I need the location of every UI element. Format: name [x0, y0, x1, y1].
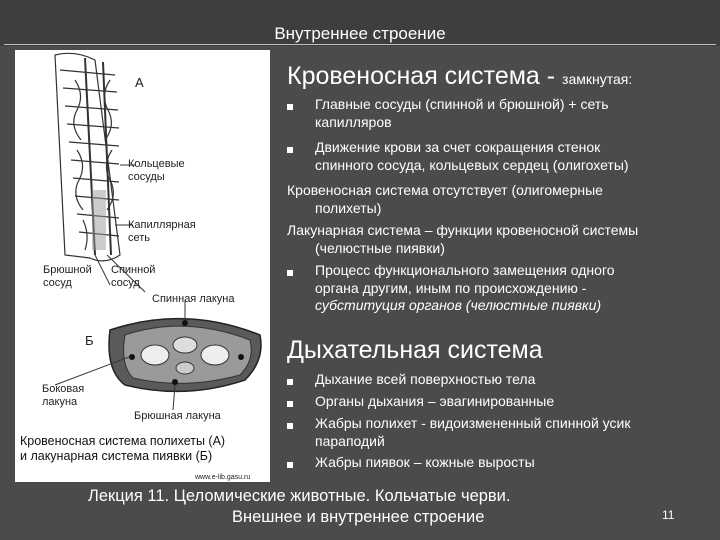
bullet-icon: [287, 462, 293, 468]
title-divider: [4, 44, 716, 45]
figure-caption-line: и лакунарная система пиявки (Б): [20, 449, 213, 463]
dorsal-lacuna-label: Спинная лакуна: [152, 293, 235, 305]
bullet-icon: [287, 270, 293, 276]
capillary-net-label-line: Капиллярная: [128, 219, 196, 231]
lateral-lacuna-label-line: лакуна: [42, 396, 78, 408]
text-line: Кровеносная система отсутствует (олигоме…: [287, 182, 603, 198]
text-line: Движение крови за счет сокращения стенок: [315, 139, 601, 155]
respiratory-heading: Дыхательная система: [287, 336, 543, 364]
text-line: Процесс функционального замещения одного: [315, 262, 615, 278]
footer-subtitle: Внешнее и внутреннее строение: [232, 508, 485, 526]
ventral-lacuna-label: Брюшная лакуна: [134, 410, 221, 422]
circulatory-absent: Кровеносная система отсутствует (олигоме…: [287, 182, 603, 217]
respiratory-item-2: Органы дыхания – эвагинированные: [315, 393, 555, 409]
text-line: Жабры полихет - видоизмененный спинной у…: [315, 415, 631, 431]
text-line: Главные сосуды (спинной и брюшной) + сет…: [315, 96, 609, 112]
capillary-net-label-line: сеть: [128, 232, 151, 244]
bullet-icon: [287, 401, 293, 407]
ventral-vessel-label: Брюшной сосуд: [43, 264, 92, 290]
substitution-term: субституция органов (челюстные пиявки): [315, 297, 602, 313]
respiratory-item-1: Дыхание всей поверхностью тела: [315, 371, 536, 387]
footer-lecture-title: Лекция 11. Целомические животные. Кольча…: [88, 487, 511, 505]
lateral-lacuna-label-line: Боковая: [42, 383, 85, 395]
bullet-icon: [287, 147, 293, 153]
ring-vessels-label-line: сосуды: [128, 171, 165, 183]
lateral-lacuna-label: Боковая лакуна: [42, 383, 84, 409]
text-line: Лакунарная система – функции кровеносной…: [287, 222, 639, 238]
circulatory-heading-text: Кровеносная система -: [287, 62, 556, 90]
dorsal-vessel-label-line: Спинной: [111, 264, 156, 276]
figure-caption-line: Кровеносная система полихеты (А): [20, 434, 226, 448]
circulatory-bullet-1: Главные сосуды (спинной и брюшной) + сет…: [315, 96, 609, 131]
circulatory-heading: Кровеносная система - замкнутая:: [287, 62, 632, 91]
circulatory-bullet-3: Процесс функционального замещения одного…: [315, 262, 615, 315]
page-number: 11: [662, 508, 675, 522]
ventral-vessel-label-line: сосуд: [43, 277, 72, 289]
title-bar: [0, 0, 720, 46]
figure-caption: Кровеносная система полихеты (А) и лакун…: [20, 434, 225, 464]
figure-label-b: Б: [85, 333, 94, 348]
text-line: (челюстные пиявки): [315, 239, 445, 256]
text-line: параподий: [315, 432, 385, 449]
respiratory-item-3: Жабры полихет - видоизмененный спинной у…: [315, 415, 630, 450]
dorsal-vessel-label: Спинной сосуд: [111, 264, 155, 290]
text-line: органа другим, иным по происхождению -: [315, 279, 587, 296]
capillary-net-label: Капиллярная сеть: [128, 219, 196, 245]
text-line: капилляров: [315, 113, 392, 130]
bullet-icon: [287, 104, 293, 110]
figure-panel: А Кольцевые сосуды Капиллярная сеть Брюш…: [15, 50, 270, 482]
bullet-icon: [287, 423, 293, 429]
bullet-icon: [287, 379, 293, 385]
respiratory-item-4: Жабры пиявок – кожные выросты: [315, 454, 535, 470]
ring-vessels-label-line: Кольцевые: [128, 158, 185, 170]
circulatory-heading-note: замкнутая:: [562, 71, 633, 87]
lacunar-system: Лакунарная система – функции кровеносной…: [287, 222, 638, 257]
dorsal-vessel-label-line: сосуд: [111, 277, 140, 289]
polychaete-circulatory-drawing: [54, 52, 262, 411]
figure-label-a: А: [135, 75, 144, 90]
text-line: спинного сосуда, кольцевых сердец (олиго…: [315, 156, 629, 173]
circulatory-bullet-2: Движение крови за счет сокращения стенок…: [315, 139, 629, 174]
source-url: www.e-lib.gasu.ru: [195, 474, 251, 481]
ring-vessels-label: Кольцевые сосуды: [128, 158, 185, 184]
text-line: полихеты): [315, 199, 382, 216]
ventral-vessel-label-line: Брюшной: [43, 264, 92, 276]
slide-section-title: Внутреннее строение: [274, 24, 446, 43]
